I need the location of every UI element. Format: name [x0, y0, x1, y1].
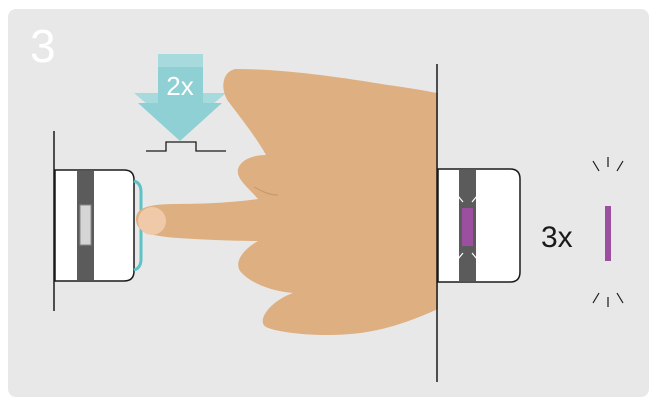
instruction-panel: 2x 3x	[8, 9, 649, 397]
blink-count-label: 3x	[541, 221, 573, 254]
press-arrow-icon: 2x	[134, 54, 226, 152]
step-number: 3	[30, 20, 56, 72]
hand-icon	[136, 69, 438, 335]
instruction-illustration: 2x 3x	[53, 54, 624, 382]
dongle-icon	[54, 169, 143, 282]
led-blink-icon	[592, 157, 624, 307]
press-count-label: 2x	[166, 71, 193, 101]
dongle-led-icon	[437, 168, 521, 283]
